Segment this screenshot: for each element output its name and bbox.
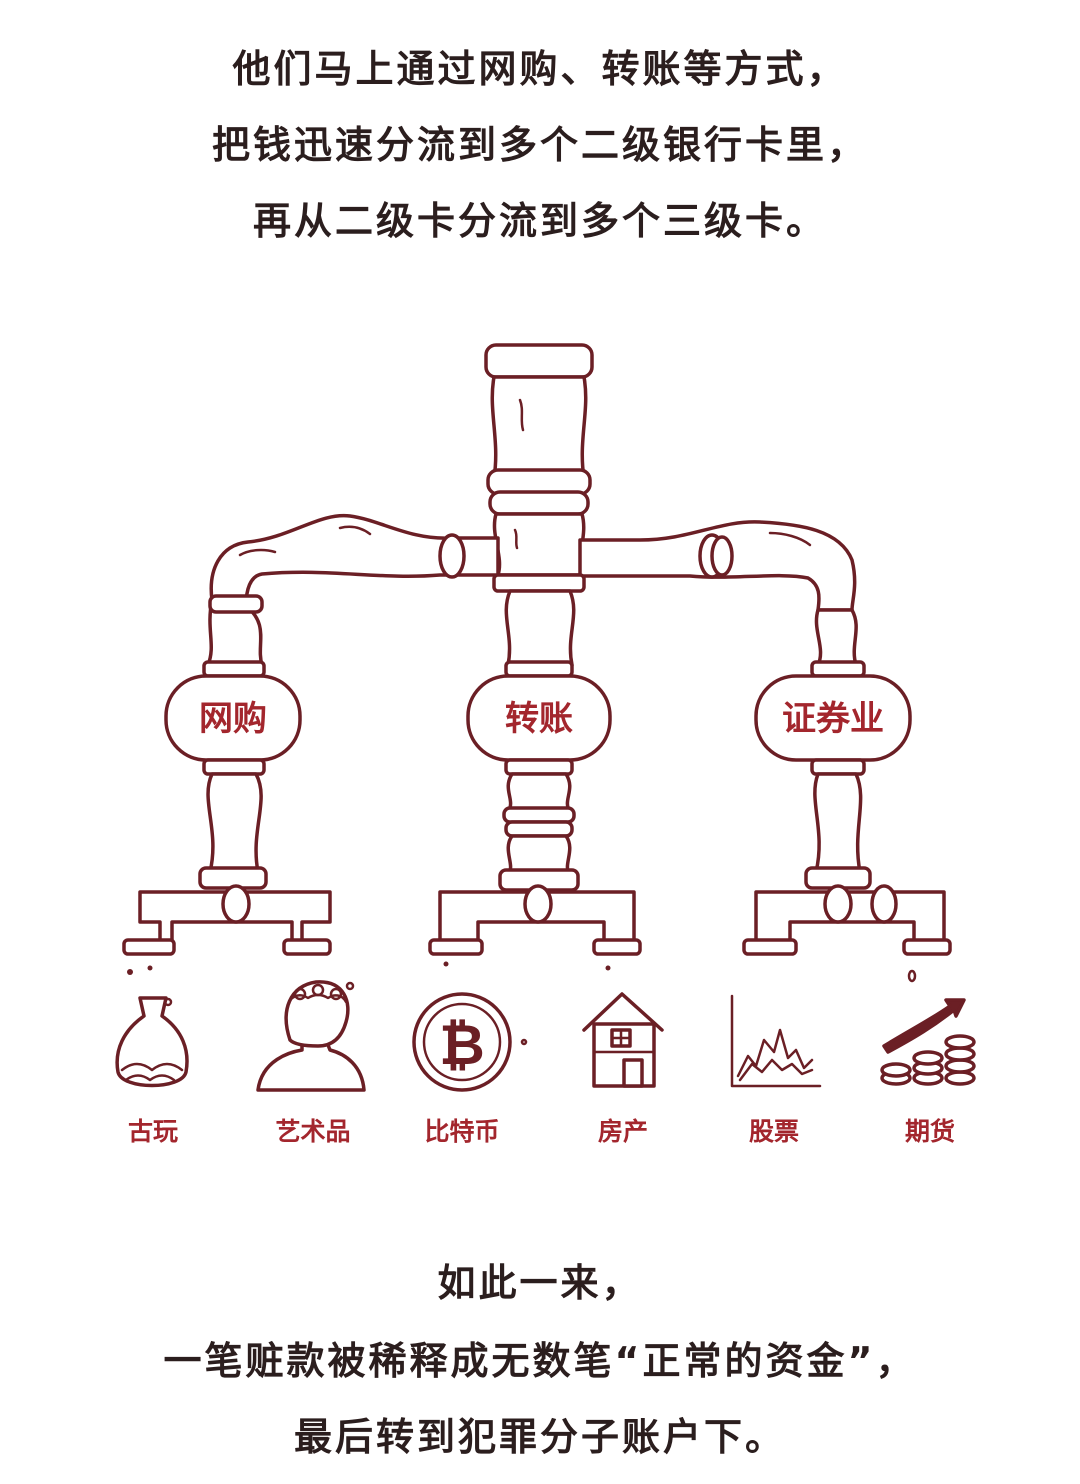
item-label-stocks: 股票 bbox=[749, 1117, 799, 1146]
svg-text:₿: ₿ bbox=[439, 1013, 485, 1078]
statue-bust-icon bbox=[256, 980, 366, 1092]
drops bbox=[127, 961, 917, 983]
item-label-bitcoin: 比特币 bbox=[424, 1117, 499, 1146]
center-downpipe bbox=[492, 573, 586, 678]
right-downpipe bbox=[810, 608, 866, 678]
item-label-futures: 期货 bbox=[905, 1117, 955, 1146]
tank-label-transfer: 转账 bbox=[505, 699, 573, 739]
bitcoin-icon: ₿ bbox=[412, 992, 528, 1092]
right-outlet bbox=[742, 758, 952, 956]
item-label-antiques: 古玩 bbox=[128, 1117, 178, 1146]
stock-chart-icon bbox=[730, 994, 822, 1088]
header-line-3: 再从二级卡分流到多个三级卡。 bbox=[252, 199, 827, 243]
header-line-2: 把钱迅速分流到多个二级银行卡里， bbox=[211, 123, 868, 167]
vase-icon bbox=[115, 996, 189, 1088]
footer-line-1: 如此一来， bbox=[437, 1261, 643, 1305]
footer-line-3: 最后转到犯罪分子账户下。 bbox=[293, 1415, 786, 1459]
house-icon bbox=[582, 992, 664, 1088]
tank-transfer: 转账 bbox=[466, 674, 612, 762]
item-label-real-estate: 房产 bbox=[598, 1117, 648, 1146]
header-line-1: 他们马上通过网购、转账等方式， bbox=[232, 47, 848, 91]
coin-stacks-growth-icon bbox=[880, 998, 976, 1086]
tank-label-online-shopping: 网购 bbox=[199, 699, 267, 739]
tank-online-shopping: 网购 bbox=[164, 674, 302, 762]
left-outlet bbox=[122, 758, 332, 956]
main-pipe bbox=[484, 343, 594, 577]
manifold-pipe bbox=[209, 513, 857, 612]
tank-securities: 证券业 bbox=[754, 674, 912, 762]
left-downpipe bbox=[202, 594, 266, 678]
tank-label-securities: 证券业 bbox=[782, 699, 884, 739]
center-outlet bbox=[428, 758, 642, 956]
footer-line-2: 一笔赃款被稀释成无数笔“正常的资金”， bbox=[163, 1339, 917, 1383]
item-label-art: 艺术品 bbox=[275, 1117, 350, 1146]
